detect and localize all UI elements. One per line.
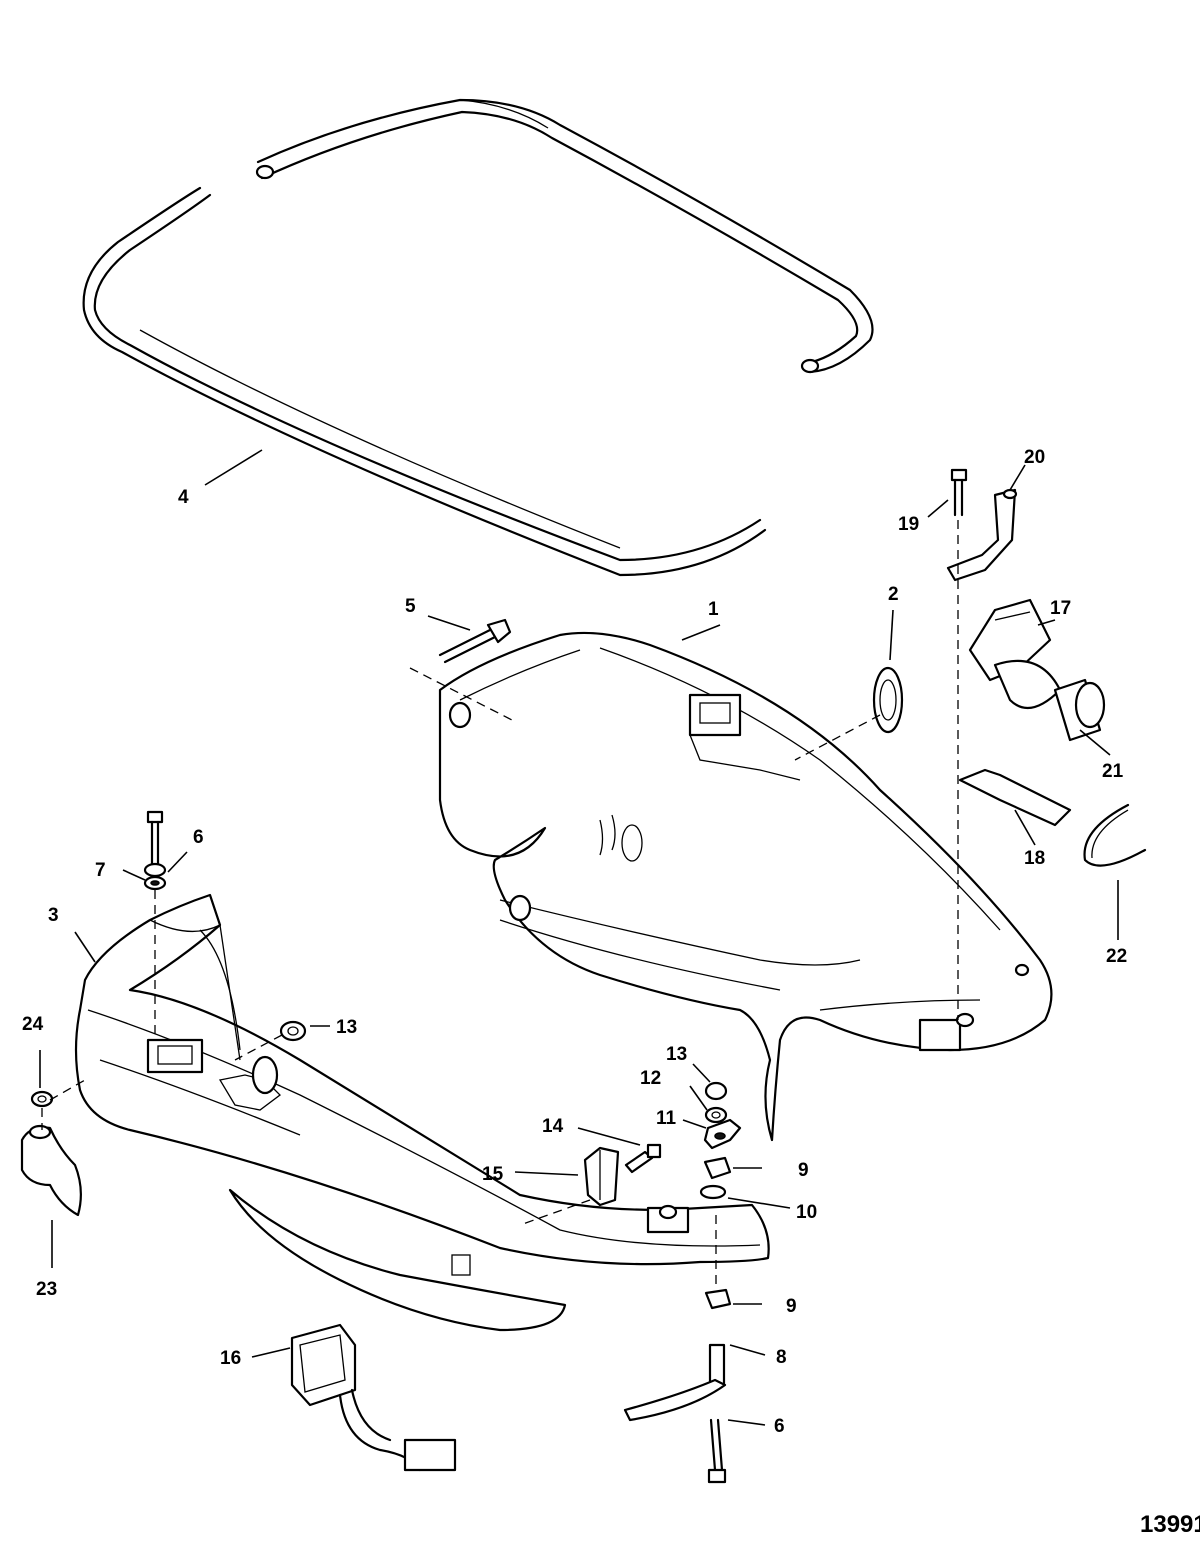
callout-18: 18 [1024,848,1045,869]
callout-2: 2 [888,584,899,605]
callout-6-upper: 6 [193,827,204,848]
part-2 [872,666,904,734]
part-19-bolt [950,468,968,517]
part-5-bolt [438,618,512,664]
part-9-clip-lower [704,1288,732,1310]
callout-16: 16 [220,1348,241,1369]
part-10-oring [699,1184,727,1200]
part-23-bracket [20,1124,82,1217]
callout-12: 12 [640,1068,661,1089]
document-number: 13991 [1140,1511,1200,1538]
part-9-clip-upper [703,1156,732,1180]
callout-7: 7 [95,860,106,881]
callout-11: 11 [656,1108,677,1129]
callout-4: 4 [178,487,189,508]
callout-13-left: 13 [336,1017,357,1038]
part-6-bolt-lower [707,1418,727,1484]
callout-13-right: 13 [666,1044,687,1065]
part-7-washer [143,862,167,891]
callout-17: 17 [1050,598,1071,619]
part-16-switch [290,1323,457,1472]
leader-lines [39,449,1119,1426]
part-14-screw [624,1143,662,1174]
callout-15: 15 [482,1164,504,1185]
callout-22: 22 [1106,946,1127,967]
part-8-lever [623,1343,727,1422]
callout-6-lower: 6 [774,1416,785,1437]
callout-9-upper: 9 [798,1160,809,1181]
part-13-nut-left [279,1020,307,1042]
callout-10: 10 [796,1202,817,1223]
callout-labels: 4 1 2 5 19 20 17 21 18 22 6 7 3 13 24 23… [22,447,1127,1437]
part-17-bracket [968,598,1062,710]
callout-14: 14 [542,1116,564,1137]
cowl-half-part-3 [74,893,770,1332]
callout-21: 21 [1102,761,1124,782]
callout-9-lower: 9 [786,1296,797,1317]
callout-3: 3 [48,905,59,926]
callout-1: 1 [708,599,719,620]
callout-20: 20 [1024,447,1045,468]
part-11-latch [703,1118,742,1150]
part-18-shield [958,768,1072,827]
callout-19: 19 [898,514,919,535]
callout-23: 23 [36,1279,57,1300]
part-13-nut-right [704,1081,728,1101]
assembly-lines [41,520,959,1290]
callout-24: 24 [22,1014,44,1035]
seal-part-4 [82,98,874,577]
callout-5: 5 [405,596,416,617]
part-24-washer [30,1090,54,1108]
callout-8: 8 [776,1347,787,1368]
cowl-half-part-1 [438,631,1053,1142]
part-12-washer [704,1106,728,1124]
part-22-cable-tie [1083,803,1147,867]
part-21-sleeve [1053,678,1106,742]
part-6-bolt-upper [146,810,164,867]
part-15-bracket [583,1146,620,1207]
